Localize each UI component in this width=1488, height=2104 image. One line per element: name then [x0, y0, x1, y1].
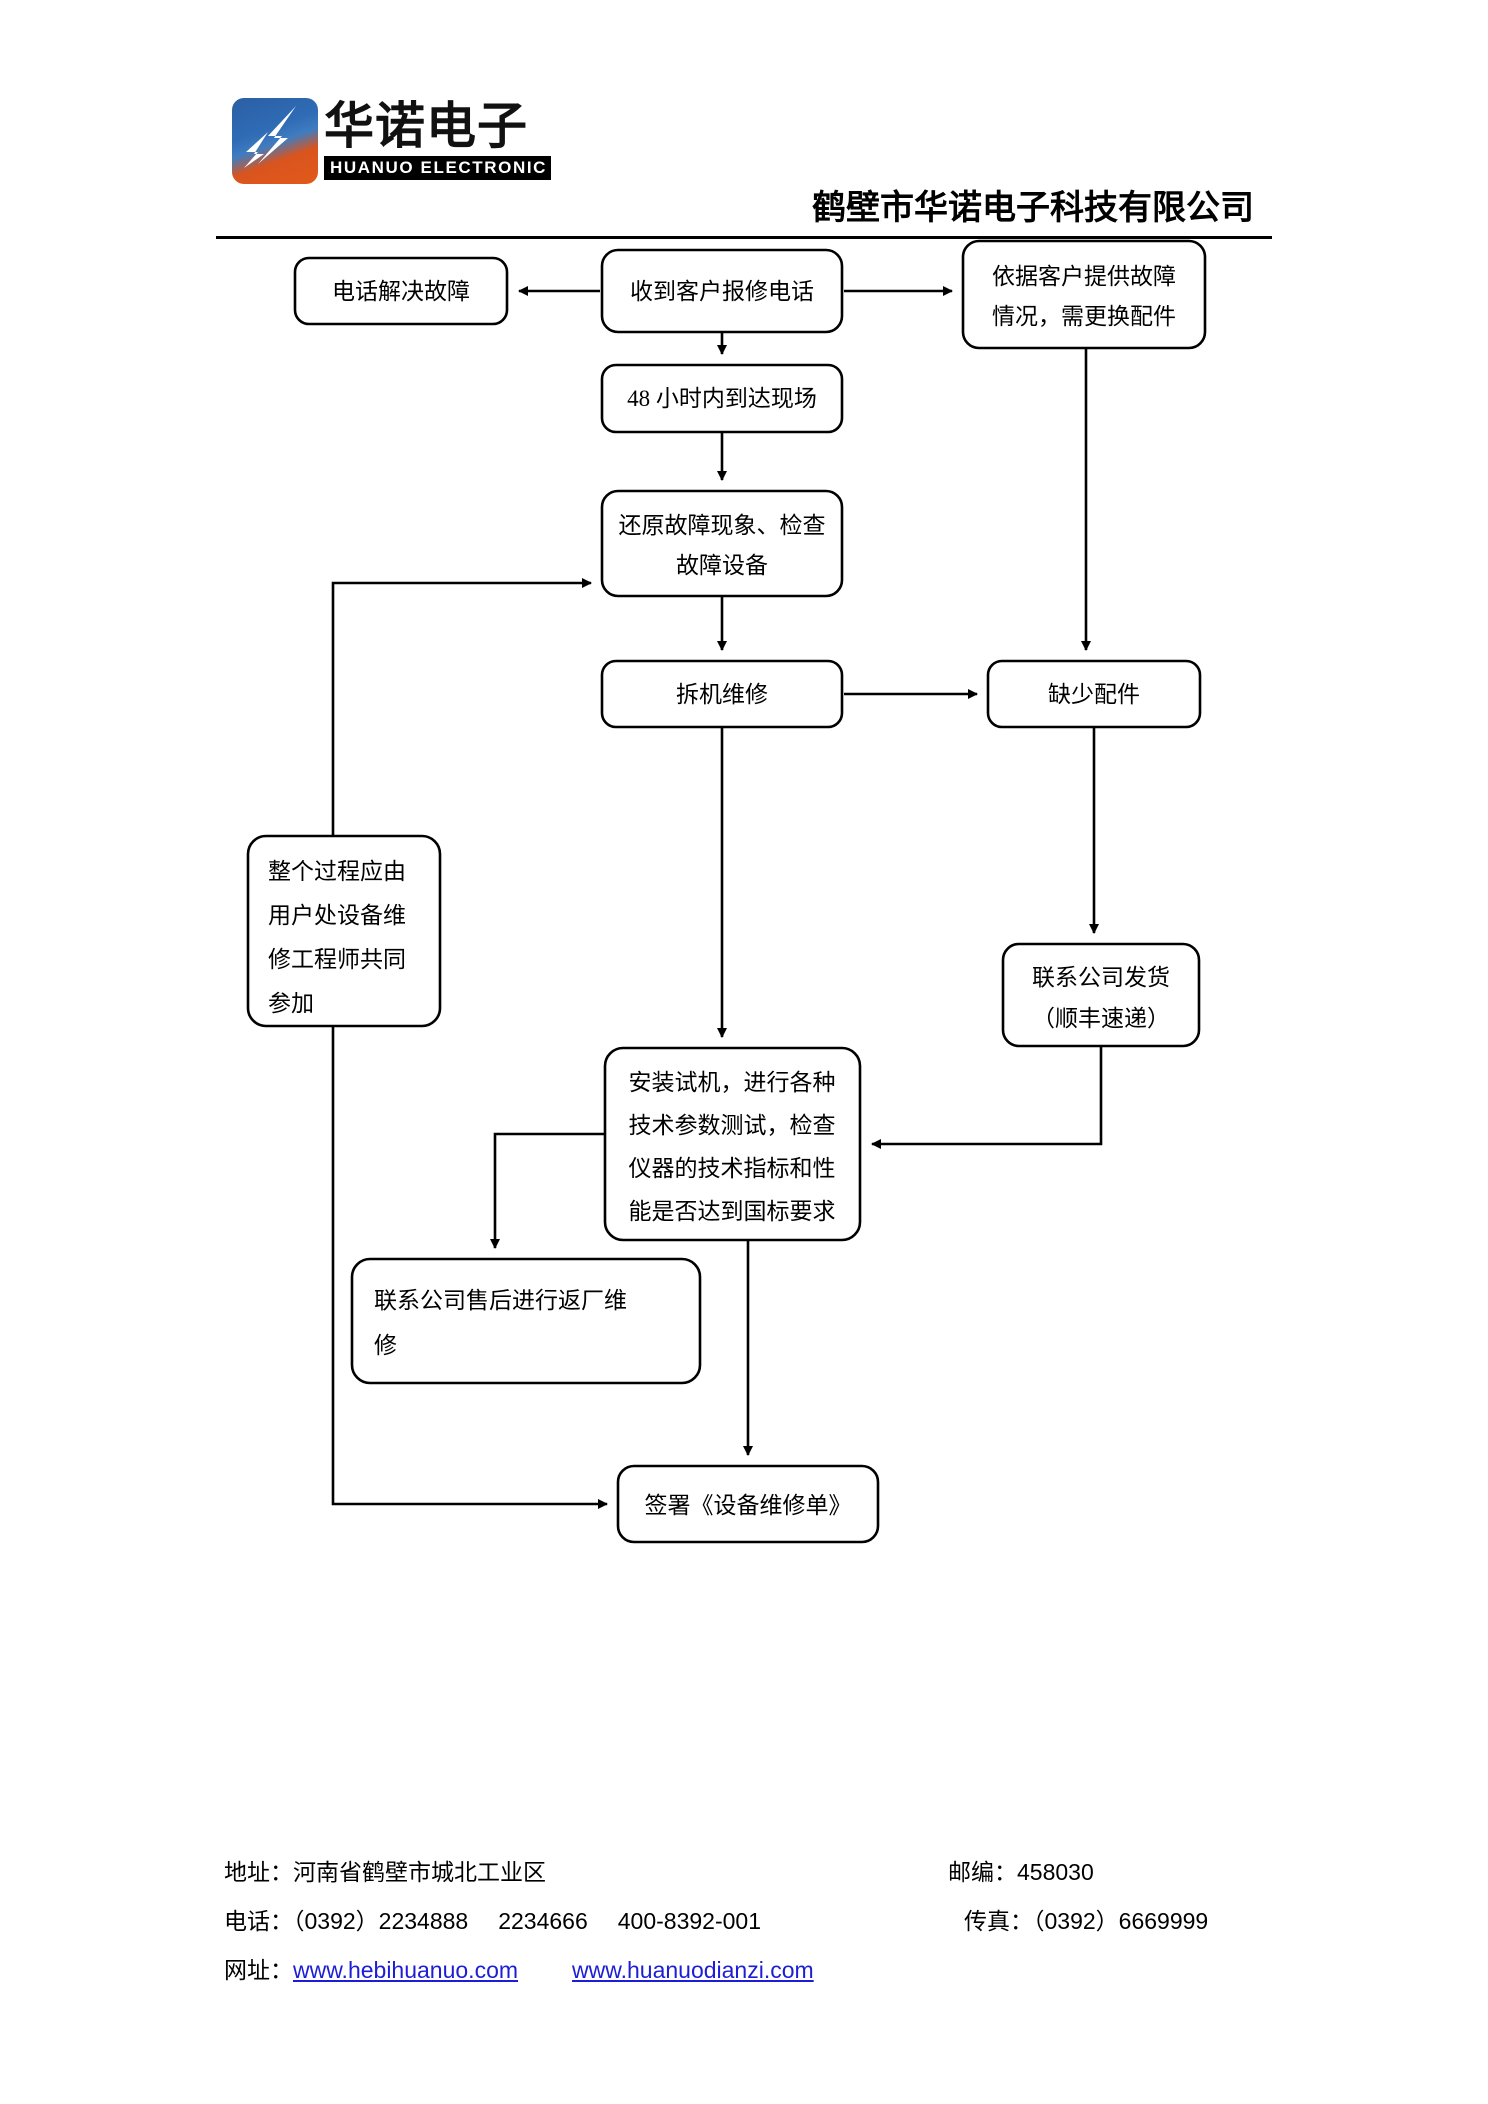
- node-contact-shipping-line2: （顺丰速递）: [1032, 1006, 1170, 1031]
- node-missing-parts-label: 缺少配件: [1048, 682, 1140, 707]
- node-disassemble-repair[interactable]: 拆机维修: [600, 659, 844, 729]
- node-install-test-line3: 仪器的技术指标和性: [629, 1156, 836, 1181]
- flow-connectors: [331, 286, 1103, 1509]
- logo-bolt-glyph: [244, 106, 296, 168]
- node-receive-call-label: 收到客户报修电话: [630, 279, 814, 304]
- fax-value: （0392）6669999: [1033, 1908, 1209, 1934]
- address-line: 地址：河南省鹤壁市城北工业区: [224, 1848, 546, 1897]
- node-install-test-line4: 能是否达到国标要求: [629, 1199, 836, 1224]
- node-factory-repair[interactable]: 联系公司售后进行返厂维 修: [350, 1257, 702, 1385]
- node-process-note[interactable]: 整个过程应由 用户处设备维 修工程师共同 参加: [246, 834, 442, 1028]
- node-need-parts-line2: 情况，需更换配件: [992, 304, 1176, 329]
- node-arrive-48h[interactable]: 48 小时内到达现场: [600, 363, 844, 434]
- footer-row-phone: 电话：（0392）2234888 2234666 400-8392-001 传真：（…: [224, 1897, 1324, 1946]
- document-footer: 地址：河南省鹤壁市城北工业区 邮编：458030 电话：（0392）223488…: [224, 1848, 1324, 1995]
- node-sign-form-label: 签署《设备维修单》: [645, 1493, 852, 1518]
- huanuo-logo-mark-icon: [232, 98, 318, 184]
- phone-label: 电话：: [224, 1908, 293, 1934]
- address-label: 地址：: [224, 1859, 293, 1885]
- node-phone-fix-label: 电话解决故障: [332, 279, 470, 304]
- node-contact-shipping[interactable]: 联系公司发货 （顺丰速递）: [1001, 942, 1201, 1048]
- node-factory-repair-line1: 联系公司售后进行返厂维: [374, 1288, 627, 1313]
- node-diagnose-line2: 故障设备: [676, 553, 768, 578]
- node-sign-form[interactable]: 签署《设备维修单》: [616, 1464, 880, 1544]
- website-label: 网址：: [224, 1957, 293, 1983]
- node-phone-fix[interactable]: 电话解决故障: [293, 256, 509, 326]
- footer-row-address: 地址：河南省鹤壁市城北工业区 邮编：458030: [224, 1848, 1324, 1897]
- node-receive-call[interactable]: 收到客户报修电话: [600, 248, 844, 334]
- node-need-parts[interactable]: 依据客户提供故障 情况，需更换配件: [961, 239, 1207, 350]
- edge-ship-to-install: [871, 1046, 1103, 1149]
- phone-number-3: 400-8392-001: [617, 1908, 761, 1934]
- flowchart-canvas: 电话解决故障 收到客户报修电话 依据客户提供故障 情况，需更换配件 48 小时内…: [246, 239, 1207, 1544]
- phone-number-1: （0392）2234888: [293, 1908, 469, 1934]
- node-factory-repair-line2: 修: [374, 1333, 397, 1358]
- node-install-test-line2: 技术参数测试，检查: [629, 1113, 836, 1138]
- logo-text-block: 华诺电子 HUANUO ELECTRONIC: [324, 98, 552, 180]
- node-diagnose[interactable]: 还原故障现象、检查 故障设备: [600, 489, 844, 598]
- flow-nodes: 电话解决故障 收到客户报修电话 依据客户提供故障 情况，需更换配件 48 小时内…: [246, 239, 1207, 1544]
- website-link-2[interactable]: www.huanuodianzi.com: [572, 1957, 814, 1983]
- footer-row-web: 网址：www.hebihuanuo.com www.huanuodianzi.co…: [224, 1946, 1324, 1995]
- node-process-note-line4: 参加: [268, 991, 314, 1016]
- logo-chinese-name: 华诺电子: [324, 98, 528, 154]
- node-install-test[interactable]: 安装试机，进行各种 技术参数测试，检查 仪器的技术指标和性 能是否达到国标要求: [603, 1046, 862, 1242]
- phone-number-2: 2234666: [498, 1908, 588, 1934]
- address-value: 河南省鹤壁市城北工业区: [293, 1859, 546, 1885]
- edge-note-to-diagnose: [331, 578, 592, 836]
- website-link-1[interactable]: www.hebihuanuo.com: [293, 1957, 519, 1983]
- fax-label: 传真：: [964, 1908, 1033, 1934]
- fax-line: 传真：（0392）6669999: [964, 1897, 1208, 1946]
- node-process-note-line3: 修工程师共同: [268, 947, 406, 972]
- service-flowchart: 电话解决故障 收到客户报修电话 依据客户提供故障 情况，需更换配件 48 小时内…: [0, 236, 1488, 1596]
- node-process-note-line1: 整个过程应由: [268, 859, 406, 884]
- website-line: 网址：www.hebihuanuo.com www.huanuodianzi.co…: [224, 1946, 814, 1995]
- node-missing-parts[interactable]: 缺少配件: [986, 659, 1202, 729]
- node-contact-shipping-line1: 联系公司发货: [1032, 965, 1170, 990]
- node-process-note-line2: 用户处设备维: [268, 903, 406, 928]
- node-arrive-48h-label: 48 小时内到达现场: [627, 386, 817, 411]
- company-logo: 华诺电子 HUANUO ELECTRONIC: [232, 98, 552, 184]
- node-install-test-line1: 安装试机，进行各种: [629, 1070, 836, 1095]
- edge-install-to-factoryrepair: [490, 1132, 605, 1249]
- phone-line: 电话：（0392）2234888 2234666 400-8392-001: [224, 1897, 761, 1946]
- postcode-value: 458030: [1017, 1859, 1094, 1885]
- node-disassemble-repair-label: 拆机维修: [676, 682, 768, 707]
- page-title: 鹤壁市华诺电子科技有限公司: [812, 189, 1254, 227]
- postcode-line: 邮编：458030: [948, 1848, 1094, 1897]
- node-diagnose-line1: 还原故障现象、检查: [619, 513, 826, 538]
- header-divider: [216, 236, 1272, 239]
- logo-english-name: HUANUO ELECTRONIC: [324, 156, 552, 180]
- node-need-parts-line1: 依据客户提供故障: [992, 264, 1176, 289]
- document-header: 华诺电子 HUANUO ELECTRONIC 鹤壁市华诺电子科技有限公司: [0, 0, 1488, 239]
- postcode-label: 邮编：: [948, 1859, 1017, 1885]
- edge-note-to-signoff: [331, 1026, 608, 1509]
